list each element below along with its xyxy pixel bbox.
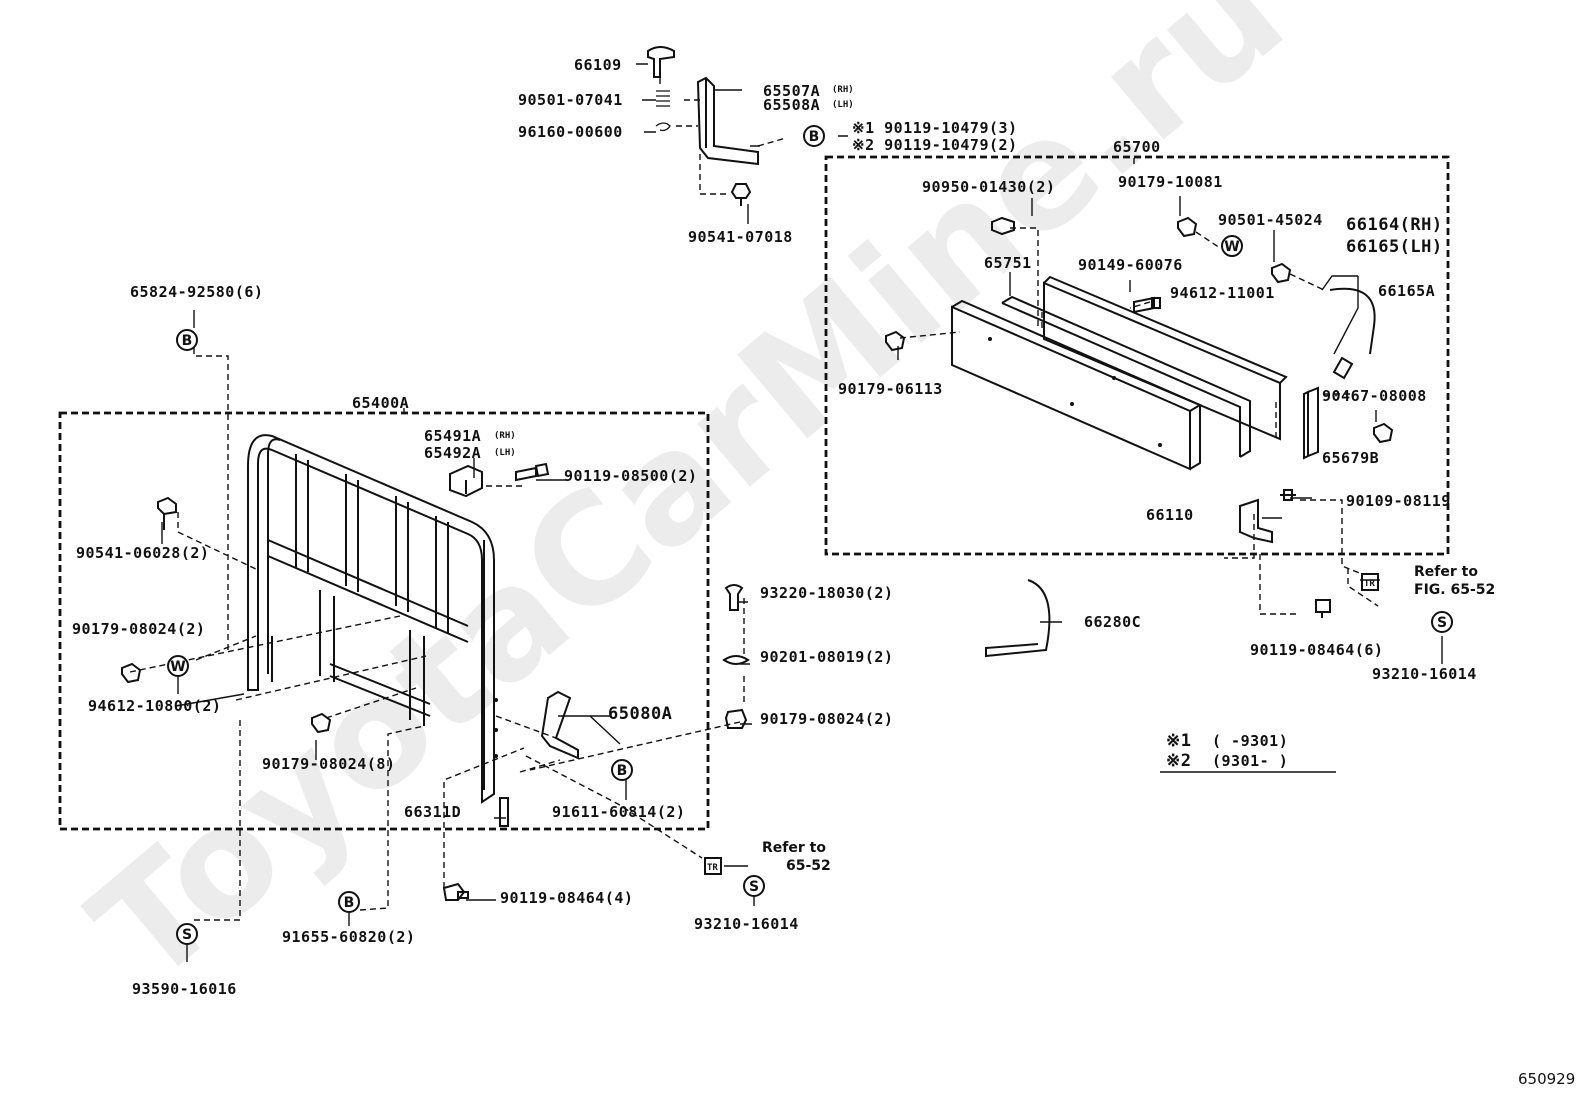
- svg-text:B: B: [182, 333, 193, 349]
- svg-text:S: S: [182, 927, 192, 943]
- label-65507a-side: (RH): [832, 85, 854, 95]
- label-96160-00600: 96160-00600: [518, 123, 623, 141]
- label-65679b: 65679B: [1322, 449, 1379, 467]
- tailgate-group: [885, 216, 1394, 658]
- svg-text:B: B: [809, 129, 820, 145]
- assembly-box-65400a: [58, 411, 710, 831]
- marker-screw-93210-left: S: [743, 875, 765, 897]
- headboard-group: [121, 338, 750, 921]
- label-90149-60076: 90149-60076: [1078, 256, 1183, 274]
- marker-bolt-91655: B: [338, 891, 360, 913]
- bracket-group: [647, 46, 787, 206]
- label-94612-11001: 94612-11001: [1170, 284, 1275, 302]
- label-93210-16014-left: 93210-16014: [694, 915, 799, 933]
- label-91611-60814: 91611-60814(2): [552, 803, 685, 821]
- label-90467-08008: 90467-08008: [1322, 387, 1427, 405]
- label-90501-07041: 90501-07041: [518, 91, 623, 109]
- figure-id: 650929: [1518, 1070, 1575, 1088]
- label-90950-01430: 90950-01430(2): [922, 178, 1055, 196]
- label-65400a: 65400A: [352, 394, 409, 412]
- label-66110: 66110: [1146, 506, 1194, 524]
- marker-washer-right: W: [1221, 235, 1243, 257]
- marker-washer-left: W: [167, 655, 189, 677]
- label-90119-08464-6: 90119-08464(6): [1250, 641, 1383, 659]
- label-65507a: 65507A: [763, 82, 820, 100]
- label-refer-fig-line2: FIG. 65-52: [1414, 582, 1495, 598]
- label-90179-08024-2a: 90179-08024(2): [72, 620, 205, 638]
- label-90179-06113: 90179-06113: [838, 380, 943, 398]
- label-90119-10479-1: ※1 90119-10479(3): [852, 119, 1018, 137]
- label-66109: 66109: [574, 56, 622, 74]
- label-refer-fig-line1: Refer to: [1414, 564, 1478, 580]
- label-65492a-side: (LH): [494, 448, 516, 458]
- label-66165: 66165(LH): [1346, 237, 1443, 257]
- label-66280c: 66280C: [1084, 613, 1141, 631]
- label-65491a: 65491A: [424, 427, 481, 445]
- marker-screw-93590: S: [176, 923, 198, 945]
- label-66311d: 66311D: [404, 803, 461, 821]
- marker-screw-right: S: [1431, 611, 1453, 633]
- legend: ※1 ( -9301) ※2 (9301- ): [1160, 731, 1336, 773]
- tag-icon-right: TR: [1364, 579, 1375, 589]
- legend-row1-mark: ※1: [1166, 731, 1191, 751]
- svg-text:B: B: [617, 763, 628, 779]
- label-65080a: 65080A: [608, 704, 672, 724]
- label-91655-60820: 91655-60820(2): [282, 928, 415, 946]
- svg-text:W: W: [170, 659, 185, 675]
- label-90501-45024: 90501-45024: [1218, 211, 1323, 229]
- label-90541-07018: 90541-07018: [688, 228, 793, 246]
- label-90119-08500: 90119-08500(2): [564, 467, 697, 485]
- label-94612-10800: 94612-10800(2): [88, 697, 221, 715]
- legend-row2-range: (9301- ): [1212, 752, 1288, 770]
- label-66165a: 66165A: [1378, 282, 1435, 300]
- label-90179-08024-2b: 90179-08024(2): [760, 710, 893, 728]
- label-90179-10081: 90179-10081: [1118, 173, 1223, 191]
- label-65492a: 65492A: [424, 444, 481, 462]
- label-65508a: 65508A: [763, 96, 820, 114]
- marker-bolt-91611: B: [611, 759, 633, 781]
- label-90201-08019: 90201-08019(2): [760, 648, 893, 666]
- svg-text:B: B: [344, 895, 355, 911]
- label-refer-left-line2: 65-52: [786, 858, 831, 874]
- label-90119-08464-4: 90119-08464(4): [500, 889, 633, 907]
- label-65508a-side: (LH): [832, 100, 854, 110]
- label-93220-18030: 93220-18030(2): [760, 584, 893, 602]
- assembly-box-65700: [824, 155, 1450, 556]
- label-65751: 65751: [984, 254, 1032, 272]
- label-refer-left-line1: Refer to: [762, 840, 826, 856]
- svg-text:W: W: [1224, 239, 1239, 255]
- label-90109-08119: 90109-08119: [1346, 492, 1451, 510]
- marker-bolt-top: B: [803, 125, 825, 147]
- legend-row2-mark: ※2: [1166, 751, 1191, 771]
- label-65491a-side: (RH): [494, 431, 516, 441]
- legend-row1-range: ( -9301): [1212, 732, 1288, 750]
- label-90179-08024-8: 90179-08024(8): [262, 755, 395, 773]
- label-66164: 66164(RH): [1346, 215, 1443, 235]
- label-93590-16016: 93590-16016: [132, 980, 237, 998]
- svg-text:S: S: [1437, 615, 1447, 631]
- label-90119-10479-2: ※2 90119-10479(2): [852, 136, 1018, 154]
- label-65700: 65700: [1113, 138, 1161, 156]
- tag-icon-left: TR: [707, 863, 718, 873]
- svg-text:S: S: [749, 879, 759, 895]
- marker-bolt-left-top: B: [176, 329, 198, 351]
- label-93210-16014-right: 93210-16014: [1372, 665, 1477, 683]
- label-90541-06028: 90541-06028(2): [76, 544, 209, 562]
- label-65824-92580: 65824-92580(6): [130, 283, 263, 301]
